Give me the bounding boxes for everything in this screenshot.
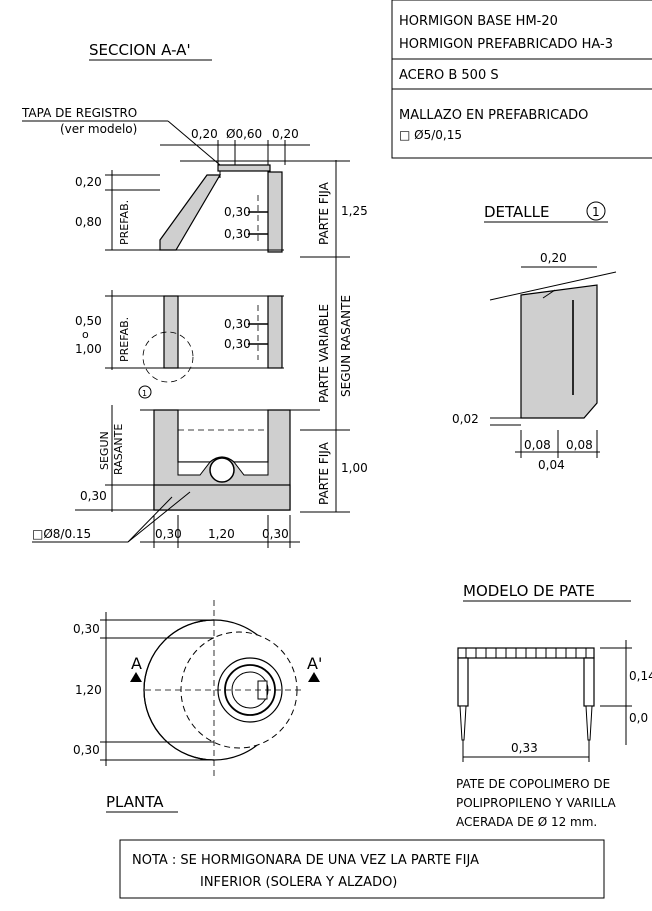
dim-020: 0,20 (75, 175, 102, 189)
detalle-dim-004: 0,04 (538, 458, 565, 472)
pate-dim-0c: 0,0 (629, 711, 648, 725)
detail-callout-marker (138, 385, 152, 399)
rasante-label: RASANTE (112, 424, 125, 475)
plan-dim-030b: 0,30 (73, 743, 100, 757)
height-125: 1,25 (341, 204, 368, 218)
section-title: SECCION A-A' (89, 41, 191, 59)
detail-callout-circle (142, 331, 194, 383)
top-dim-1: 0,20 (191, 127, 218, 141)
base-structure (140, 409, 320, 511)
section-arrow-left (130, 672, 142, 682)
detalle-dim-002: 0,02 (452, 412, 479, 426)
nota-box (119, 839, 605, 899)
section-marker-a-prime: A' (307, 654, 322, 673)
planta-title: PLANTA (106, 793, 164, 811)
modelo-desc-1: PATE DE COPOLIMERO DE (456, 777, 610, 791)
base-030: 0,30 (80, 489, 107, 503)
mesh-label: □Ø8/0.15 (32, 527, 91, 541)
detalle-number-circle (586, 201, 606, 221)
tapa-label: TAPA DE REGISTRO (21, 106, 137, 120)
parte-fija-top: PARTE FIJA (317, 181, 331, 245)
parte-fija-bottom: PARTE FIJA (317, 441, 331, 505)
segun-rasante-vertical: SEGUN RASANTE (339, 295, 353, 397)
pate-dim-014: 0,14 (629, 669, 652, 683)
pate-dim-a: 0,30 (224, 205, 251, 219)
pate-dim-b: 0,30 (224, 227, 251, 241)
section-arrow-right (308, 672, 320, 682)
detalle-dim-008b: 0,08 (566, 438, 593, 452)
detalle-dim-008a: 0,08 (524, 438, 551, 452)
spec-line-3: ACERO B 500 S (399, 68, 499, 83)
mesh-leader (127, 491, 191, 543)
detalle-title: DETALLE (484, 203, 549, 221)
top-dim-3: 0,20 (272, 127, 299, 141)
modelo-desc-3: ACERADA DE Ø 12 mm. (456, 815, 597, 829)
tapa-leader (167, 120, 221, 166)
bottom-dim-2: 1,20 (208, 527, 235, 541)
nota-line-2: INFERIOR (SOLERA Y ALZADO) (200, 875, 397, 890)
dim-080: 0,80 (75, 215, 102, 229)
detail-profile (489, 271, 617, 419)
parte-variable: PARTE VARIABLE (317, 304, 331, 403)
modelo-title: MODELO DE PATE (463, 582, 595, 600)
prefab-ring (160, 295, 284, 369)
mesh-leader (127, 496, 173, 543)
plan-dim-030a: 0,30 (73, 622, 100, 636)
tapa-sublabel: (ver modelo) (60, 122, 137, 136)
plan-view (143, 600, 305, 780)
spec-line-5: □ Ø5/0,15 (399, 128, 462, 142)
bottom-dim-3: 0,30 (262, 527, 289, 541)
modelo-desc-2: POLIPROPILENO Y VARILLA (456, 796, 617, 810)
pate-dim-033: 0,33 (511, 741, 538, 755)
prefab-cone (159, 164, 284, 253)
prefab-label-2: PREFAB. (118, 317, 131, 362)
pates-upper (248, 195, 268, 245)
top-dim-2: Ø0,60 (226, 127, 262, 141)
prefab-label-1: PREFAB. (118, 200, 131, 245)
dim-100: 1,00 (75, 342, 102, 356)
section-marker-a: A (131, 654, 142, 673)
spec-box: HORMIGON BASE HM-20 HORMIGON PREFABRICAD… (391, 0, 652, 159)
plan-dim-120: 1,20 (75, 683, 102, 697)
detail-callout-num: 1 (142, 389, 147, 398)
segun-label: SEGUN (98, 431, 111, 470)
detalle-number: 1 (592, 205, 600, 219)
pate-dim-d: 0,30 (224, 337, 251, 351)
dim-050: 0,50 (75, 314, 102, 328)
pate-drawing (457, 647, 595, 741)
height-100: 1,00 (341, 461, 368, 475)
nota-line-1: NOTA : SE HORMIGONARA DE UNA VEZ LA PART… (132, 853, 479, 868)
bottom-dim-1: 0,30 (155, 527, 182, 541)
pate-dim-c: 0,30 (224, 317, 251, 331)
dim-or: o (82, 328, 89, 341)
spec-line-2: HORMIGON PREFABRICADO HA-3 (399, 37, 613, 52)
spec-line-1: HORMIGON BASE HM-20 (399, 14, 558, 29)
detalle-dim-020: 0,20 (540, 251, 567, 265)
spec-line-4: MALLAZO EN PREFABRICADO (399, 108, 588, 123)
